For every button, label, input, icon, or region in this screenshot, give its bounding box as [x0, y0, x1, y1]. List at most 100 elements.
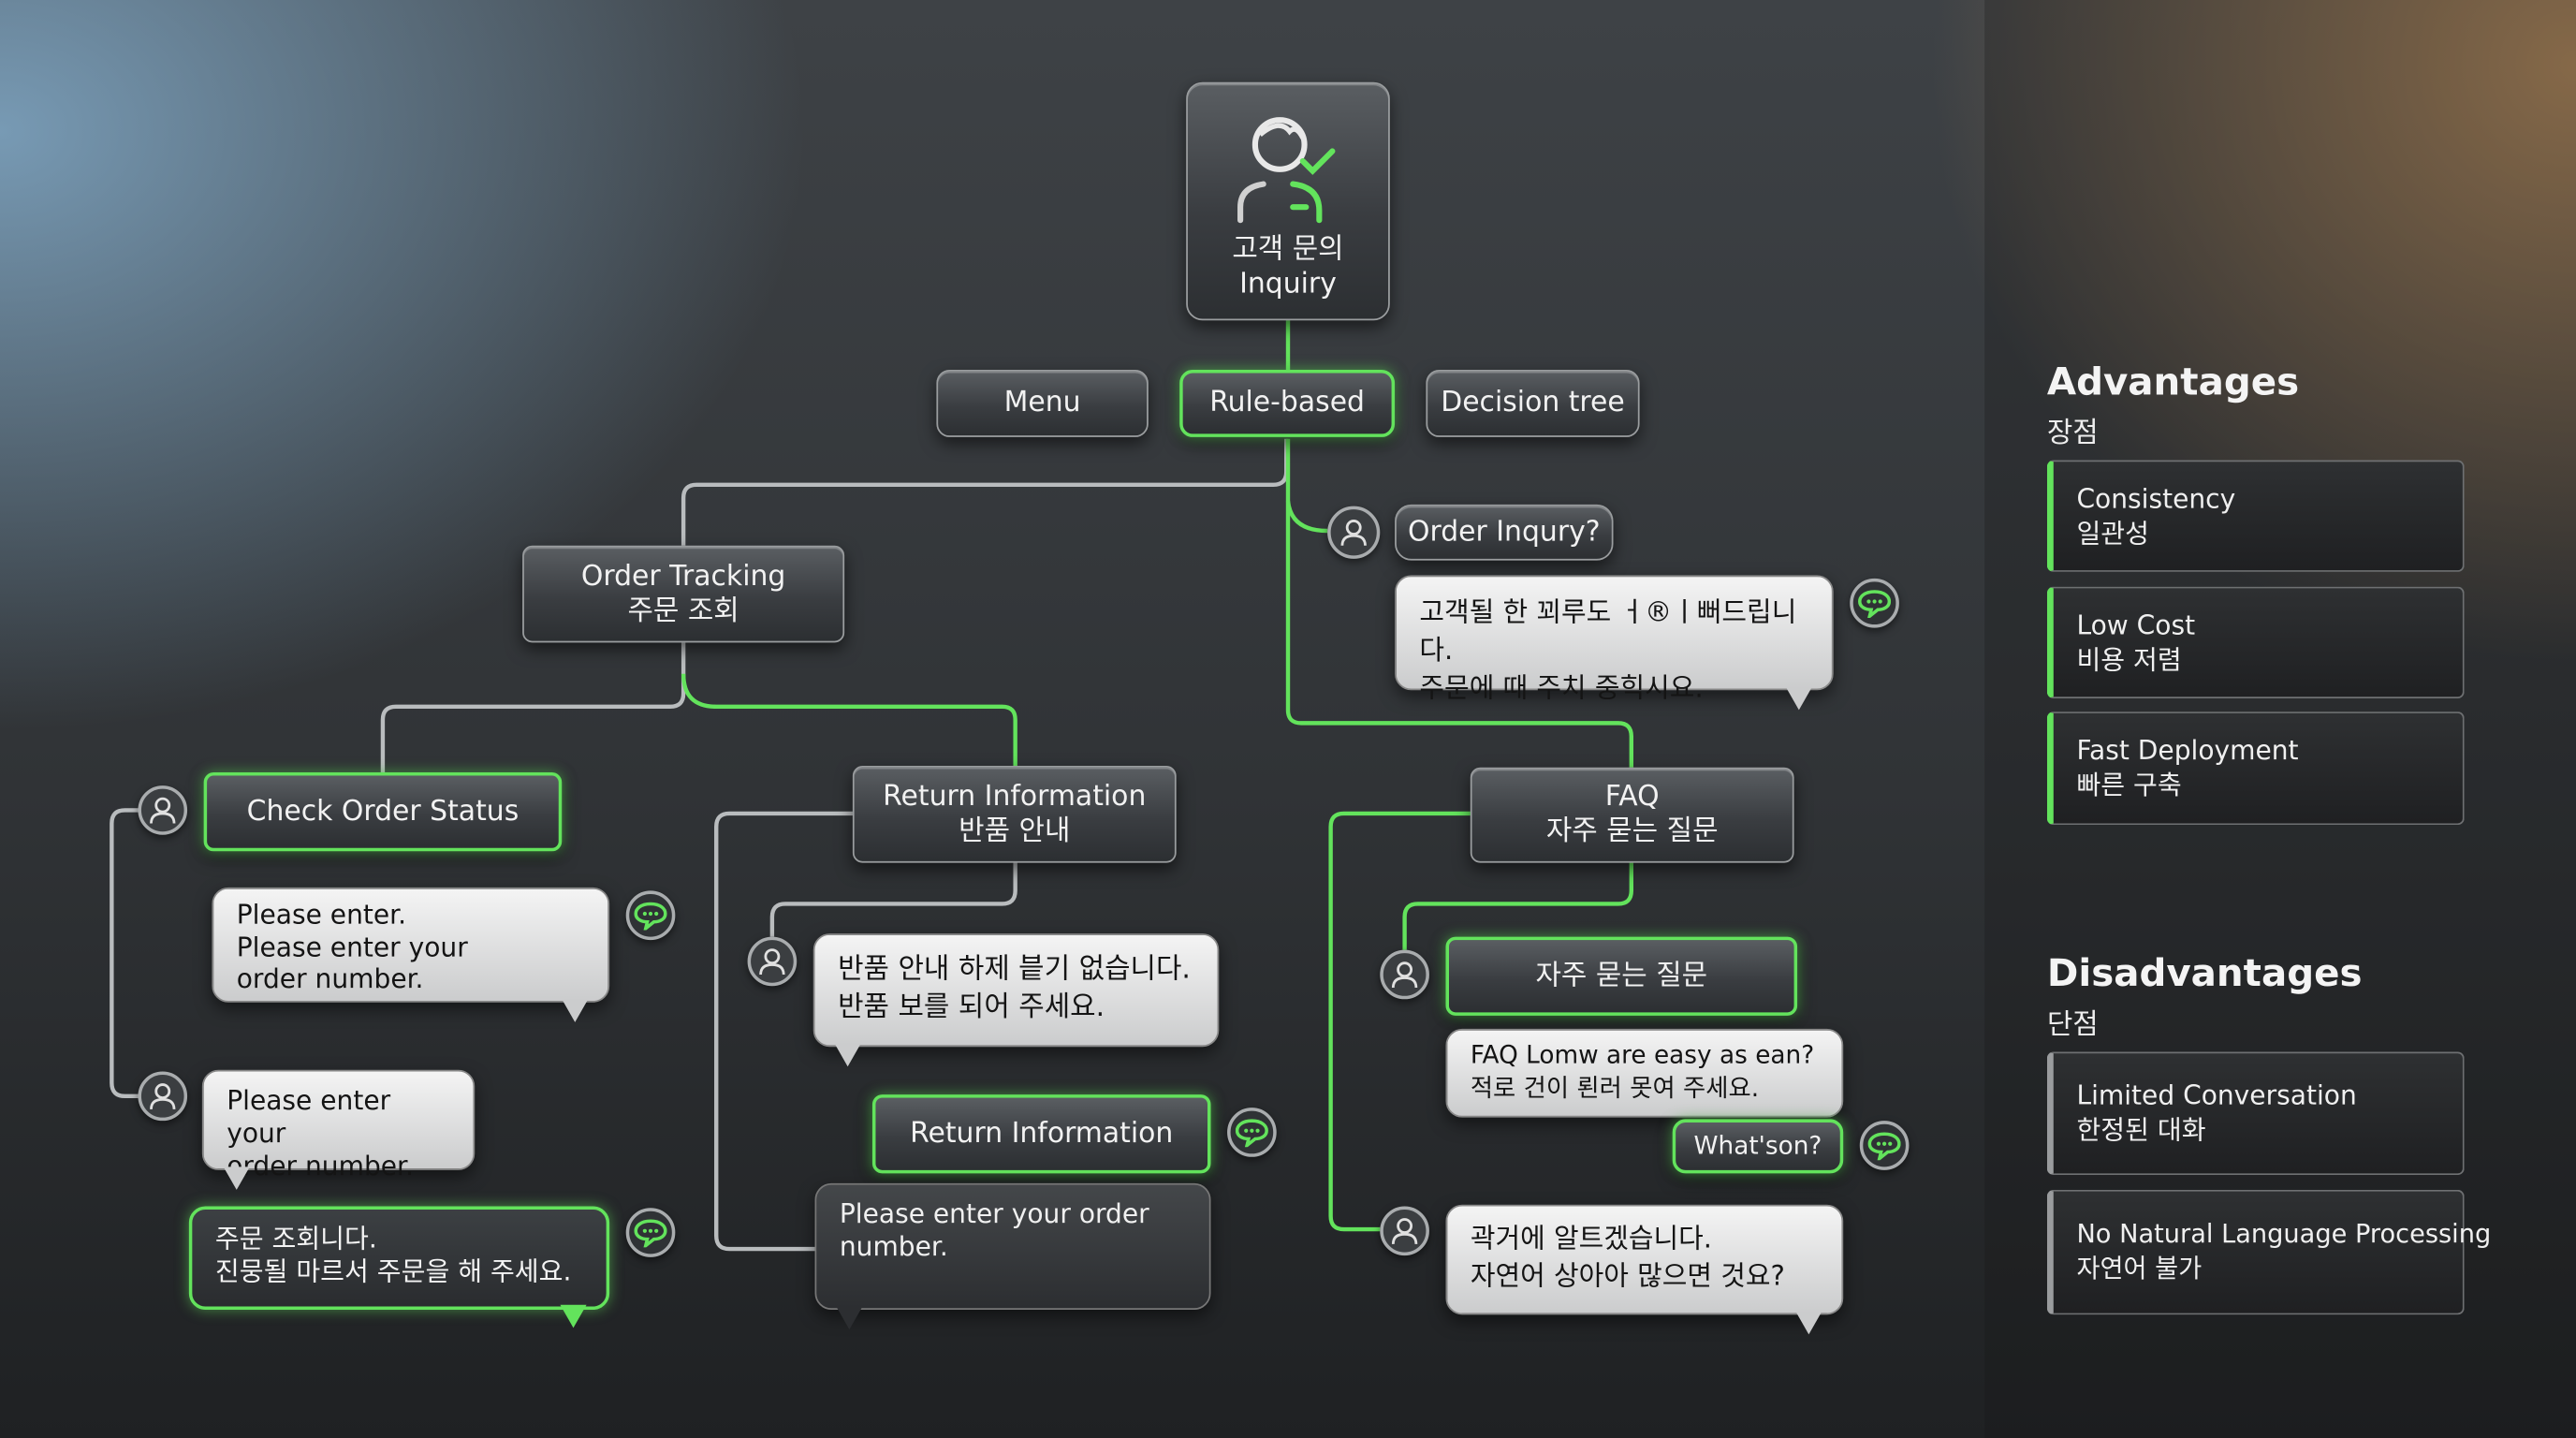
chat-bubble-icon[interactable]	[1227, 1108, 1277, 1157]
user-avatar	[138, 1071, 188, 1122]
card-title-en: Consistency	[2076, 483, 2236, 515]
order-inquiry-user-message: Order Inqury?	[1395, 504, 1614, 561]
bubble-line: 반품 안내 하제 븥기 없습니다.	[838, 953, 1191, 987]
faq-step-node[interactable]: 자주 묻는 질문	[1445, 936, 1798, 1016]
bubble-line: 고객될 한 꾀루도 ㅓ®ㅣ뻐드립니다.	[1419, 596, 1797, 666]
faq-user-bubble: 곽거에 알트겠습니다. 자연어 상아아 많으면 것요?	[1445, 1204, 1844, 1335]
connector-ordertracking-check	[380, 642, 686, 773]
node-title-ko: 자주 묻는 질문	[1545, 814, 1719, 848]
connector-faq-node	[1402, 862, 1634, 950]
node-title-en: Return Information	[883, 779, 1147, 814]
node-title-en: FAQ	[1604, 780, 1660, 814]
bubble-line: Please enter.	[236, 899, 407, 931]
method-label: Decision tree	[1441, 386, 1625, 419]
message-text: Order Inqury?	[1407, 515, 1601, 549]
advantages-subtitle: 장점	[2046, 417, 2099, 450]
speech-dots-icon	[1235, 1119, 1268, 1148]
bubble-line: 곽거에 알트겠습니다.	[1470, 1223, 1713, 1255]
connector-faq-user	[1328, 811, 1471, 1232]
node-label: Return Information	[910, 1116, 1174, 1150]
speech-dots-icon	[1858, 590, 1892, 619]
disadvantages-subtitle: 단점	[2046, 1008, 2099, 1042]
card-title-en: Fast Deployment	[2076, 734, 2299, 767]
return-information-node[interactable]: Return Information 반품 안내	[852, 766, 1177, 863]
speech-dots-icon	[1867, 1132, 1901, 1161]
disadvantage-card: Limited Conversation 한정된 대화	[2046, 1051, 2465, 1176]
speech-dots-icon	[634, 1219, 667, 1248]
person-icon	[1391, 1218, 1418, 1244]
order-tracking-node[interactable]: Order Tracking 주문 조회	[522, 545, 845, 643]
bubble-line: Please enter your	[236, 931, 468, 962]
card-title-ko: 한정된 대화	[2076, 1114, 2206, 1146]
user-avatar	[1380, 1206, 1429, 1256]
speech-dots-icon	[634, 902, 667, 931]
root-inquiry-node[interactable]: 고객 문의 Inquiry	[1186, 81, 1390, 321]
bubble-line: Please enter your order	[839, 1197, 1149, 1230]
chat-bubble-icon[interactable]	[1859, 1121, 1910, 1170]
advantages-title: Advantages	[2046, 361, 2300, 404]
connector-check-loop	[110, 808, 140, 1099]
connector-return-bot	[714, 811, 853, 1252]
node-title-ko: 주문 조회	[627, 594, 739, 627]
bubble-line: 반품 보를 되어 주세요.	[838, 990, 1105, 1024]
bubble-line: Please enter your	[227, 1084, 391, 1150]
node-title-en: Order Tracking	[580, 559, 786, 593]
return-information-step-node[interactable]: Return Information	[871, 1094, 1211, 1174]
bubble-line: 주문에 때 주치 중힉시요.	[1419, 671, 1704, 704]
root-title-ko: 고객 문의	[1232, 233, 1344, 267]
card-title-ko: 자연어 불가	[2076, 1254, 2203, 1284]
person-icon	[759, 948, 785, 976]
person-icon	[150, 797, 176, 824]
node-title-ko: 반품 안내	[959, 814, 1071, 847]
return-bot-bubble: Please enter your order number.	[814, 1182, 1211, 1330]
advantage-card: Fast Deployment 빠른 구축	[2046, 712, 2465, 826]
card-title-ko: 비용 저렴	[2076, 644, 2182, 676]
order-inquiry-bot-bubble: 고객될 한 꾀루도 ㅓ®ㅣ뻐드립니다. 주문에 때 주치 중힉시요.	[1395, 575, 1834, 711]
card-title-en: Limited Conversation	[2076, 1079, 2357, 1111]
bot-result-bubble: 주문 조회니다. 진뭉될 마르서 주문을 해 주세요.	[188, 1206, 610, 1328]
check-order-status-node[interactable]: Check Order Status	[203, 772, 563, 852]
bubble-line: order number.	[227, 1150, 414, 1182]
faq-node[interactable]: FAQ 자주 묻는 질문	[1470, 767, 1794, 863]
user-avatar	[1327, 506, 1381, 559]
bubble-line: 적로 건이 뢴러 못여 주세요.	[1470, 1073, 1760, 1103]
method-label: Rule-based	[1209, 386, 1366, 419]
bubble-line: 주문 조회니다.	[214, 1223, 377, 1255]
user-avatar	[1380, 949, 1429, 1000]
connector-rulebased-ordertracking	[681, 438, 1289, 546]
method-rule-based-button[interactable]: Rule-based	[1179, 369, 1396, 437]
advantage-card: Low Cost 비용 저렴	[2046, 586, 2465, 699]
card-title-en: Low Cost	[2076, 609, 2196, 641]
quick-reply-button[interactable]: What'son?	[1672, 1119, 1844, 1174]
method-label: Menu	[1003, 386, 1081, 419]
card-title-en: No Natural Language Processing	[2076, 1219, 2492, 1250]
disadvantages-title: Disadvantages	[2046, 953, 2363, 996]
connector-return-user	[769, 862, 1017, 937]
bot-prompt-bubble: Please enter. Please enter your order nu…	[212, 887, 610, 1022]
user-reply-bubble: Please enter your order number.	[201, 1069, 476, 1190]
method-decision-tree-button[interactable]: Decision tree	[1426, 369, 1640, 437]
customer-check-icon	[1237, 117, 1336, 224]
person-icon	[1340, 520, 1367, 546]
bubble-line: 진뭉될 마르서 주문을 해 주세요.	[214, 1255, 572, 1287]
person-icon	[150, 1083, 176, 1109]
node-label: Check Order Status	[246, 794, 520, 828]
bubble-line: 자연어 상아아 많으면 것요?	[1470, 1260, 1785, 1292]
bubble-line: FAQ Lomw are easy as ean?	[1470, 1040, 1815, 1070]
chat-bubble-icon[interactable]	[625, 1208, 676, 1257]
chat-bubble-icon[interactable]	[1850, 578, 1899, 628]
chat-bubble-icon[interactable]	[625, 890, 676, 941]
quick-reply-label: What'son?	[1693, 1130, 1822, 1161]
bubble-line: order number.	[236, 962, 424, 995]
user-avatar	[138, 785, 188, 835]
return-user-bubble: 반품 안내 하제 븥기 없습니다. 반품 보를 되어 주세요.	[812, 933, 1220, 1067]
method-menu-button[interactable]: Menu	[936, 369, 1149, 437]
bubble-line: number.	[839, 1230, 948, 1263]
card-title-ko: 빠른 구축	[2076, 769, 2182, 800]
user-avatar	[747, 936, 798, 987]
person-icon	[1391, 961, 1418, 989]
connector-rulebased-orderinquiry	[1285, 501, 1328, 534]
advantage-card: Consistency 일관성	[2046, 460, 2465, 572]
